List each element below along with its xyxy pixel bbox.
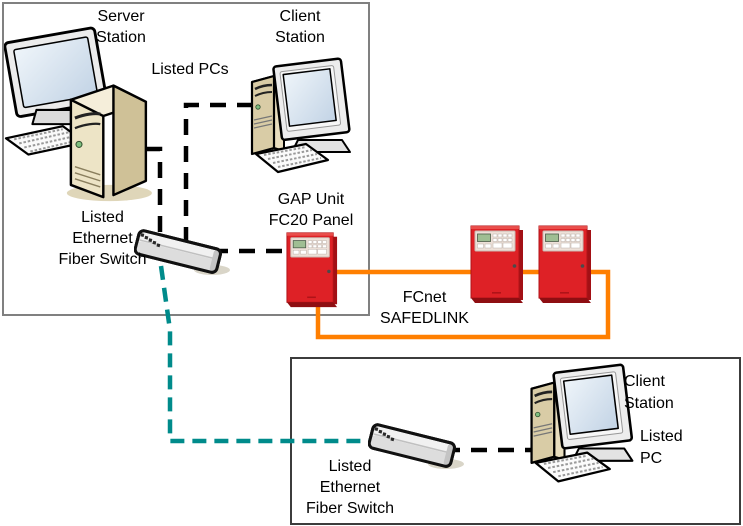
listed-pc-label: Listed PC <box>640 428 683 467</box>
listed-pcs-label: Listed PCs <box>151 61 229 78</box>
gap-fc20-panel-icon <box>283 229 341 310</box>
fiber-switch-bottom-label: Listed Ethernet Fiber Switch <box>305 458 395 517</box>
server-computer-icon <box>4 26 156 202</box>
fc20-panel-2-icon <box>535 222 595 306</box>
client-computer-top-icon <box>248 56 354 192</box>
fcnet-safedlink-label: FCnet SAFEDLINK <box>380 289 469 327</box>
gap-unit-label: GAP Unit FC20 Panel <box>268 191 354 229</box>
server-station-label: Server Station <box>96 8 146 46</box>
fiber-switch-top-label: Listed Ethernet Fiber Switch <box>58 209 147 268</box>
client-computer-bottom-icon <box>526 362 638 502</box>
client-station-bottom-label: Client Station <box>624 373 674 412</box>
client-station-top-label: Client Station <box>275 8 325 46</box>
